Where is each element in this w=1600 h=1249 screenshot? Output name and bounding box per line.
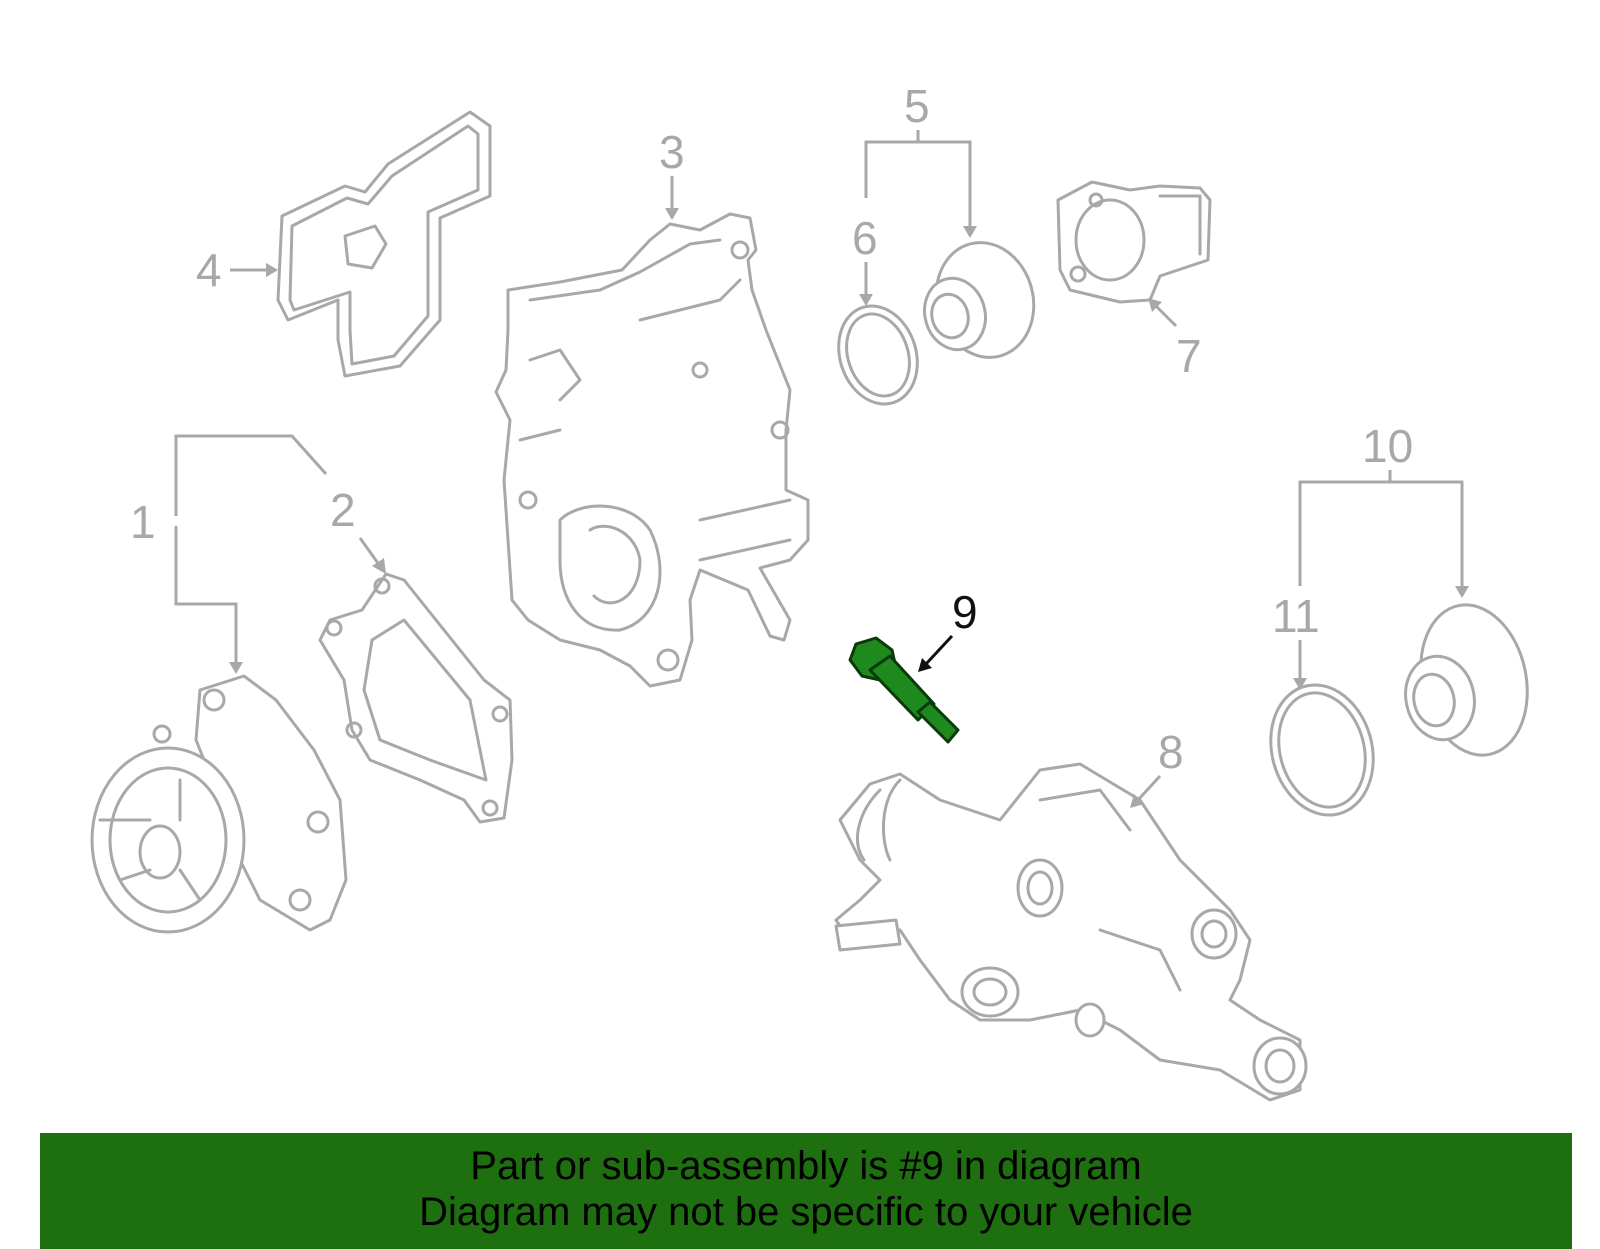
leader-9 — [924, 634, 954, 666]
label-9: 9 — [952, 586, 978, 638]
exploded-parts-diagram: 4 3 5 6 — [90, 80, 1541, 1102]
arrow-7 — [1148, 298, 1162, 312]
arrow-10 — [1455, 586, 1469, 598]
arrow-9 — [918, 658, 932, 672]
arrow-4 — [266, 263, 278, 277]
bracket-10 — [1298, 480, 1464, 588]
arrow-11 — [1293, 678, 1307, 690]
part-8-outlet-housing[interactable] — [834, 762, 1308, 1102]
label-6: 6 — [852, 212, 878, 264]
banner-line-2: Diagram may not be specific to your vehi… — [419, 1190, 1193, 1234]
leader-2 — [358, 537, 382, 567]
label-1: 1 — [130, 496, 156, 548]
banner-line-1: Part or sub-assembly is #9 in diagram — [470, 1144, 1142, 1188]
label-7: 7 — [1176, 330, 1202, 382]
part-1-water-pump[interactable] — [90, 674, 348, 934]
arrow-1 — [229, 662, 243, 674]
arrow-3 — [665, 208, 679, 220]
label-5: 5 — [904, 80, 930, 132]
part-11-o-ring[interactable] — [1257, 673, 1388, 826]
arrow-6 — [859, 294, 873, 306]
part-2-gasket[interactable] — [318, 572, 514, 824]
part-5-housing[interactable] — [917, 232, 1047, 369]
bracket-5 — [864, 140, 972, 228]
leader-7 — [1154, 304, 1178, 328]
label-2: 2 — [330, 484, 356, 536]
label-3: 3 — [659, 126, 685, 178]
arrow-8 — [1130, 794, 1144, 808]
part-7-housing[interactable] — [1056, 180, 1212, 304]
part-3-cover[interactable] — [494, 212, 810, 688]
info-banner: Part or sub-assembly is #9 in diagram Di… — [40, 1133, 1572, 1249]
arrow-5 — [963, 226, 977, 238]
label-11: 11 — [1272, 590, 1320, 642]
part-4-gasket[interactable] — [276, 110, 492, 378]
part-10-housing[interactable] — [1398, 595, 1541, 765]
part-9-sensor[interactable] — [848, 636, 960, 744]
leader-8 — [1136, 774, 1162, 802]
label-4: 4 — [196, 244, 222, 296]
label-8: 8 — [1158, 726, 1184, 778]
bracket-1 — [174, 434, 328, 516]
label-10: 10 — [1362, 420, 1413, 472]
arrow-2 — [372, 558, 386, 574]
